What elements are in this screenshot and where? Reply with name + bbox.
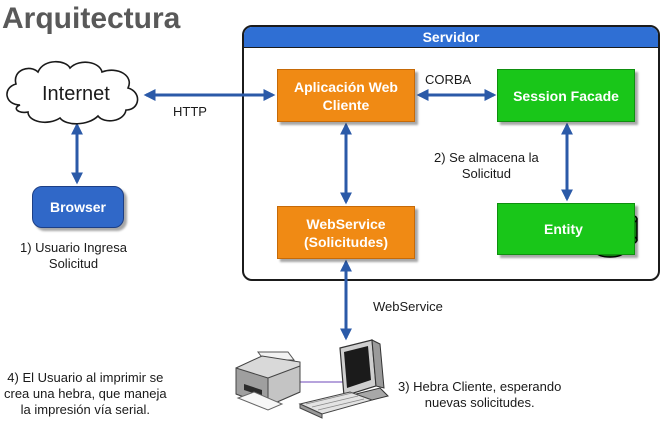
entity-label: Entity [544,221,583,237]
webservice-label: WebService (Solicitudes) [303,215,388,250]
step1-label: 1) Usuario Ingresa Solicitud [20,240,127,271]
session-facade-box: Session Facade [497,69,635,122]
step4-label: 4) El Usuario al imprimir se crea una he… [4,370,167,417]
webservice-box: WebService (Solicitudes) [277,206,415,259]
session-facade-label: Session Facade [513,87,619,104]
keyboard-icon [298,391,374,419]
app-web-cliente-box: Aplicación Web Cliente [277,69,415,122]
step3-label: 3) Hebra Cliente, esperando nuevas solic… [398,379,562,410]
server-header: Servidor [244,27,658,48]
browser-box: Browser [32,186,124,228]
printer-icon [235,351,301,411]
cloud-icon [6,60,139,125]
internet-label: Internet [42,83,110,105]
browser-label: Browser [49,199,107,215]
diagram-title: Arquitectura [2,2,181,35]
webservice-connection-label: WebService [373,299,443,314]
corba-label: CORBA [425,72,472,87]
step2-label: 2) Se almacena la Solicitud [434,150,539,181]
http-label: HTTP [173,104,207,119]
entity-box: Entity [497,203,635,255]
app-web-cliente-label: Aplicación Web Cliente [294,78,398,113]
